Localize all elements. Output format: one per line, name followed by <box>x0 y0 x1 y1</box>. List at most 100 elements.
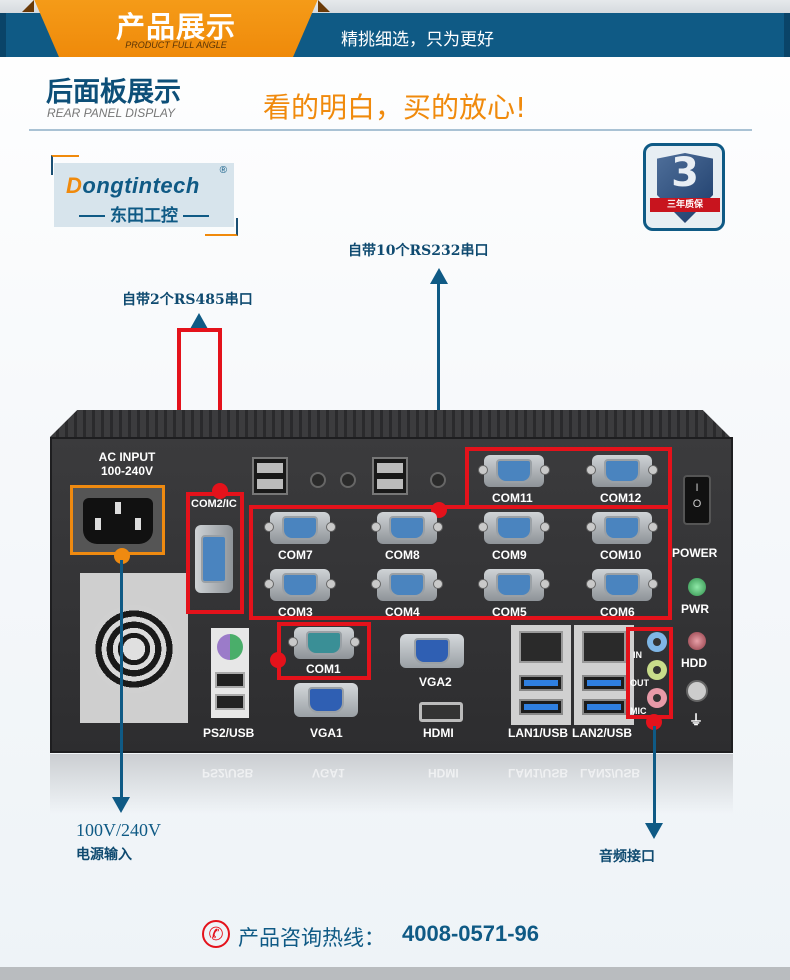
com1-port[interactable] <box>288 627 360 659</box>
logo-name: Dongtintech <box>66 173 200 198</box>
lan2-port[interactable] <box>582 631 626 663</box>
com-port-label: COM12 <box>600 491 642 505</box>
section-subtitle: REAR PANEL DISPLAY <box>47 106 176 120</box>
warranty-text: 三年质保 <box>650 198 720 212</box>
arrow-down-icon <box>645 823 663 839</box>
callout-rs485: 自带2个RS485串口 <box>122 292 253 308</box>
power-label: POWER <box>672 546 718 560</box>
usb3-port[interactable] <box>582 675 626 691</box>
audio-out-label: OUT <box>630 678 649 688</box>
brand-logo: Dongtintech ® 东田工控 <box>54 163 234 227</box>
chassis-top-vents <box>50 410 730 437</box>
warranty-badge: 3 三年质保 <box>643 143 725 231</box>
com-port-label: COM7 <box>278 548 313 562</box>
lan1-label: LAN1/USB <box>508 726 569 740</box>
pwr-led <box>688 578 706 596</box>
callout-power-label: 电源输入 <box>76 847 132 863</box>
pointer-dot <box>212 483 228 499</box>
pointer-line <box>437 282 440 500</box>
registered-mark: ® <box>219 165 227 176</box>
hdd-led <box>688 632 706 650</box>
screw-icon <box>310 472 326 488</box>
pointer-line <box>653 726 656 824</box>
hdmi-port[interactable] <box>419 702 463 722</box>
usb3-port[interactable] <box>519 675 563 691</box>
com1-label: COM1 <box>306 662 341 676</box>
usb-port[interactable] <box>372 457 408 495</box>
com-port[interactable] <box>586 455 658 487</box>
panel-reflection: PS2/USB VGA1 HDMI LAN1/USB LAN2/USB <box>50 754 733 814</box>
vga1-label: VGA1 <box>310 726 343 740</box>
ac-power-socket <box>70 485 165 555</box>
com-port-label: COM5 <box>492 605 527 619</box>
ground-screw <box>686 680 708 702</box>
hotline-label: 产品咨询热线： <box>238 926 385 950</box>
pointer-dot <box>270 652 286 668</box>
com-port-label: COM4 <box>385 605 420 619</box>
ground-icon: ⏚ <box>689 712 703 728</box>
com-port[interactable] <box>371 512 443 544</box>
ps2-port[interactable] <box>217 634 243 660</box>
pointer-line <box>120 560 123 798</box>
logo-chinese: 东田工控 <box>54 201 234 226</box>
hdmi-label: HDMI <box>423 726 454 740</box>
com-port-label: COM9 <box>492 548 527 562</box>
com-port[interactable] <box>586 512 658 544</box>
callout-rs232: 自带10个RS232串口 <box>348 243 489 259</box>
arrow-up-icon <box>190 313 208 329</box>
arrow-down-icon <box>112 797 130 813</box>
audio-in-jack[interactable] <box>647 632 667 652</box>
banner-slogan: 精挑细选，只为更好 <box>341 30 494 50</box>
pwr-label: PWR <box>681 602 709 616</box>
com-port-label: COM8 <box>385 548 420 562</box>
com-port[interactable] <box>478 512 550 544</box>
vga1-port[interactable] <box>294 683 358 717</box>
usb3-port[interactable] <box>519 699 563 715</box>
usb-port[interactable] <box>215 672 245 688</box>
com-port[interactable] <box>586 569 658 601</box>
header-banner: 产品展示 PRODUCT FULL ANGLE 精挑细选，只为更好 <box>0 0 790 57</box>
ps2usb-label: PS2/USB <box>203 726 255 740</box>
ps2-usb-block <box>211 628 249 718</box>
com-port[interactable] <box>478 455 550 487</box>
pointer-dot <box>646 714 662 730</box>
rs232-highlight <box>249 505 672 620</box>
usb-port[interactable] <box>252 457 288 495</box>
banner-title: 产品展示 <box>115 10 236 44</box>
usb-port[interactable] <box>215 694 245 710</box>
com-port[interactable] <box>264 512 336 544</box>
com-port-label: COM10 <box>600 548 642 562</box>
usb3-port[interactable] <box>582 699 626 715</box>
banner-subtitle: PRODUCT FULL ANGLE <box>125 40 227 50</box>
lan2-label: LAN2/USB <box>572 726 633 740</box>
com2-port[interactable] <box>195 525 233 593</box>
section-title: 后面板展示 <box>46 77 181 108</box>
hotline-number[interactable]: 4008-0571-96 <box>402 921 540 946</box>
vga2-label: VGA2 <box>419 675 452 689</box>
com-port-label: COM6 <box>600 605 635 619</box>
audio-out-jack[interactable] <box>647 660 667 680</box>
pointer-line <box>177 328 222 332</box>
com-port[interactable] <box>371 569 443 601</box>
screw-icon <box>340 472 356 488</box>
com-port-label: COM11 <box>492 491 533 505</box>
ac-input-label: AC INPUT 100-240V <box>98 450 156 478</box>
vga2-port[interactable] <box>400 634 464 668</box>
logo-corner-decoration <box>205 218 238 236</box>
bottom-bar <box>0 967 790 980</box>
com-port[interactable] <box>478 569 550 601</box>
hdd-label: HDD <box>681 656 707 670</box>
callout-audio: 音频接口 <box>599 849 655 865</box>
power-switch[interactable]: I O <box>683 475 711 525</box>
lan2-block <box>574 625 634 725</box>
mic-jack[interactable] <box>647 688 667 708</box>
section-slogan: 看的明白，买的放心! <box>263 91 527 124</box>
com-port[interactable] <box>264 569 336 601</box>
com-port-label: COM3 <box>278 605 313 619</box>
audio-in-label: IN <box>633 650 642 660</box>
lan1-port[interactable] <box>519 631 563 663</box>
phone-icon: ✆ <box>202 920 230 948</box>
com2-label: COM2/IC <box>191 498 237 510</box>
mic-label: MIC <box>630 706 647 716</box>
com1-highlight <box>277 622 371 680</box>
